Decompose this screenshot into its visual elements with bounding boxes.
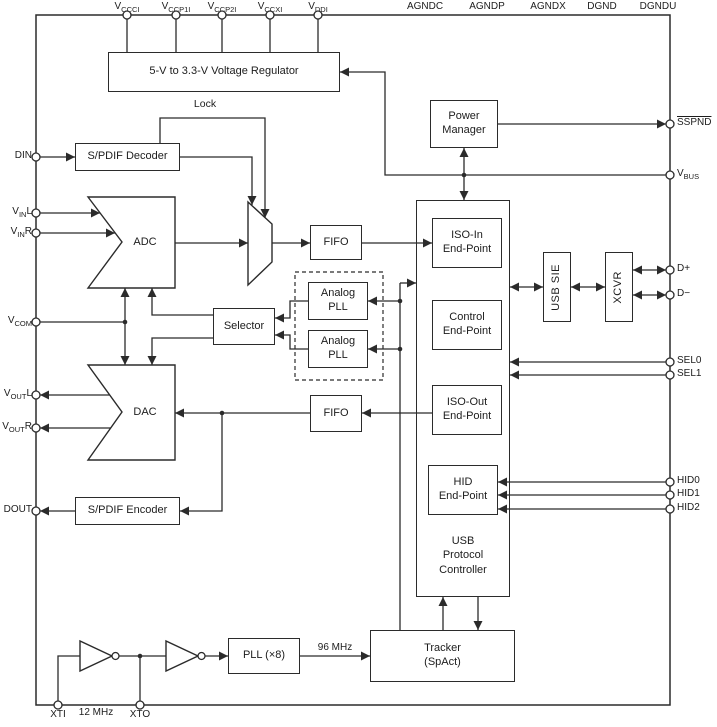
pin-xti: [53, 700, 63, 710]
power-manager-block: Power Manager: [430, 100, 498, 148]
iso-out-endpoint-block: ISO-Out End-Point: [432, 385, 502, 435]
usb-sie-block: USB SIE: [543, 252, 571, 322]
pin-sspnd: [665, 119, 675, 129]
pin-hid2: [665, 504, 675, 514]
lock-signal-label: Lock: [193, 98, 217, 110]
adc-label: ADC: [133, 236, 157, 248]
pin-voutl: [31, 390, 41, 400]
oscillator-inverter-1: [79, 639, 114, 673]
pin-label-voutl: VOUTL: [3, 388, 32, 401]
pin-label-dminus: D−: [677, 288, 691, 299]
pin-voutr: [31, 423, 41, 433]
fifo-top-block: FIFO: [310, 225, 362, 260]
inverter-1-bubble: [111, 651, 120, 661]
pin-label-xti: XTI: [50, 709, 66, 720]
pin-label-dplus: D+: [677, 263, 691, 274]
pin-hid0: [665, 477, 675, 487]
usb-sie-label: USB SIE: [550, 263, 563, 311]
analog-pll-1-block: Analog PLL: [308, 282, 368, 320]
pin-label-hid0: HID0: [677, 475, 700, 486]
pin-label-agndx: AGNDX: [530, 1, 566, 12]
pin-label-sel1: SEL1: [677, 368, 702, 379]
voltage-regulator-block: 5-V to 3.3-V Voltage Regulator: [108, 52, 340, 92]
pin-label-sspnd: SSPND: [677, 117, 712, 128]
analog-pll-2-block: Analog PLL: [308, 330, 368, 368]
junction-dots: [122, 172, 467, 659]
oscillator-inverter-2: [165, 639, 200, 673]
pin-label-vccp1i: VCCP1I: [161, 1, 191, 14]
pin-vcom: [31, 317, 41, 327]
hid-endpoint-block: HID End-Point: [428, 465, 498, 515]
control-endpoint-block: Control End-Point: [432, 300, 502, 350]
pin-xto: [135, 700, 145, 710]
pin-label-dgndu: DGNDU: [639, 1, 677, 12]
tracker-spact-block: Tracker (SpAct): [370, 630, 515, 682]
dac-label: DAC: [133, 406, 157, 418]
pll-x8-block: PLL (×8): [228, 638, 300, 674]
pin-sel1: [665, 370, 675, 380]
pin-dout: [31, 506, 41, 516]
usb-protocol-controller-label: USB Protocol Controller: [439, 535, 487, 576]
xcvr-label: XCVR: [612, 270, 625, 304]
input-mux-shape: [247, 200, 273, 287]
pin-label-agndp: AGNDP: [469, 1, 505, 12]
pin-label-vccxi: VCCXI: [257, 1, 283, 14]
pin-label-vccp2i: VCCP2I: [207, 1, 237, 14]
pin-label-vinl: VINL: [12, 206, 32, 219]
pin-label-dout: DOUT: [3, 504, 32, 515]
xcvr-block: XCVR: [605, 252, 633, 322]
spdif-decoder-block: S/PDIF Decoder: [75, 143, 180, 171]
pin-label-vinr: VINR: [10, 226, 32, 239]
pin-label-vcom: VCOM: [7, 315, 32, 328]
pin-dminus: [665, 290, 675, 300]
pin-label-hid1: HID1: [677, 488, 700, 499]
pin-label-vbus: VBUS: [677, 168, 700, 181]
pin-label-din: DIN: [14, 150, 32, 161]
pin-vinl: [31, 208, 41, 218]
pin-label-xto: XTO: [129, 709, 151, 720]
pin-sel0: [665, 357, 675, 367]
spdif-encoder-block: S/PDIF Encoder: [75, 497, 180, 525]
iso-in-endpoint-block: ISO-In End-Point: [432, 218, 502, 268]
pin-vbus: [665, 170, 675, 180]
crystal-12mhz-label: 12 MHz: [78, 707, 114, 718]
pin-label-hid2: HID2: [677, 502, 700, 513]
pin-vinr: [31, 228, 41, 238]
pin-label-vccci: VCCCI: [114, 1, 140, 14]
pin-din: [31, 152, 41, 162]
pin-label-agndc: AGNDC: [406, 1, 444, 12]
pin-label-vddi: VDDI: [308, 1, 328, 14]
pin-hid1: [665, 490, 675, 500]
fifo-bottom-block: FIFO: [310, 395, 362, 432]
selector-block: Selector: [213, 308, 275, 345]
pin-label-sel0: SEL0: [677, 355, 702, 366]
clock-96mhz-label: 96 MHz: [317, 642, 353, 653]
pin-label-voutr: VOUTR: [2, 421, 32, 434]
pin-label-dgnd: DGND: [587, 1, 617, 12]
inverter-2-bubble: [197, 651, 206, 661]
pin-dplus: [665, 265, 675, 275]
